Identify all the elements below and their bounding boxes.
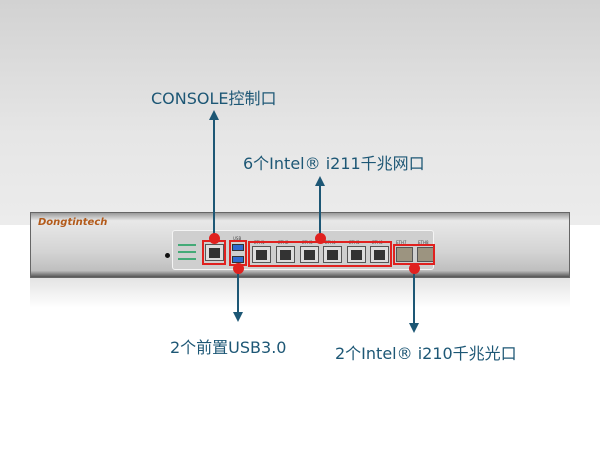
rj45-port (370, 246, 389, 263)
usb-callout: 2个前置USB3.0 (170, 338, 287, 357)
brand-logo: Dongtintech (38, 217, 108, 228)
rj45-marker-dot (315, 233, 326, 244)
arrow-up-icon (315, 176, 325, 186)
rj45-port (323, 246, 342, 263)
sfp-marker-dot (409, 263, 420, 274)
arrow-down-icon (409, 323, 419, 333)
usb-leader-line (237, 268, 239, 312)
sfp-callout: 2个Intel® i210千兆光口 (335, 344, 517, 363)
arrow-up-icon (209, 110, 219, 120)
usb-marker-dot (233, 263, 244, 274)
usb-port (232, 244, 244, 251)
rj45-port (276, 246, 295, 263)
sfp-port (396, 247, 413, 262)
rj45-port (300, 246, 319, 263)
sfp-leader-line (413, 268, 415, 323)
console-leader-line (213, 118, 215, 238)
power-button (165, 253, 170, 258)
port-label: ETH7 (396, 240, 407, 245)
port-label: ETH8 (418, 240, 429, 245)
console-port (205, 244, 224, 261)
console-marker-dot (209, 233, 220, 244)
usb-port (232, 256, 244, 263)
sfp-highlight (393, 244, 435, 265)
console-callout: CONSOLE控制口 (151, 89, 277, 108)
rj45-port (347, 246, 366, 263)
rj45-leader-line (319, 184, 321, 238)
arrow-down-icon (233, 312, 243, 322)
port-label-usb: USB (233, 236, 242, 241)
rj45-highlight (248, 241, 392, 267)
background (0, 0, 600, 225)
status-leds (178, 241, 196, 261)
rj45-callout: 6个Intel® i211千兆网口 (243, 154, 425, 173)
rj45-port (252, 246, 271, 263)
device-reflection (30, 278, 570, 308)
